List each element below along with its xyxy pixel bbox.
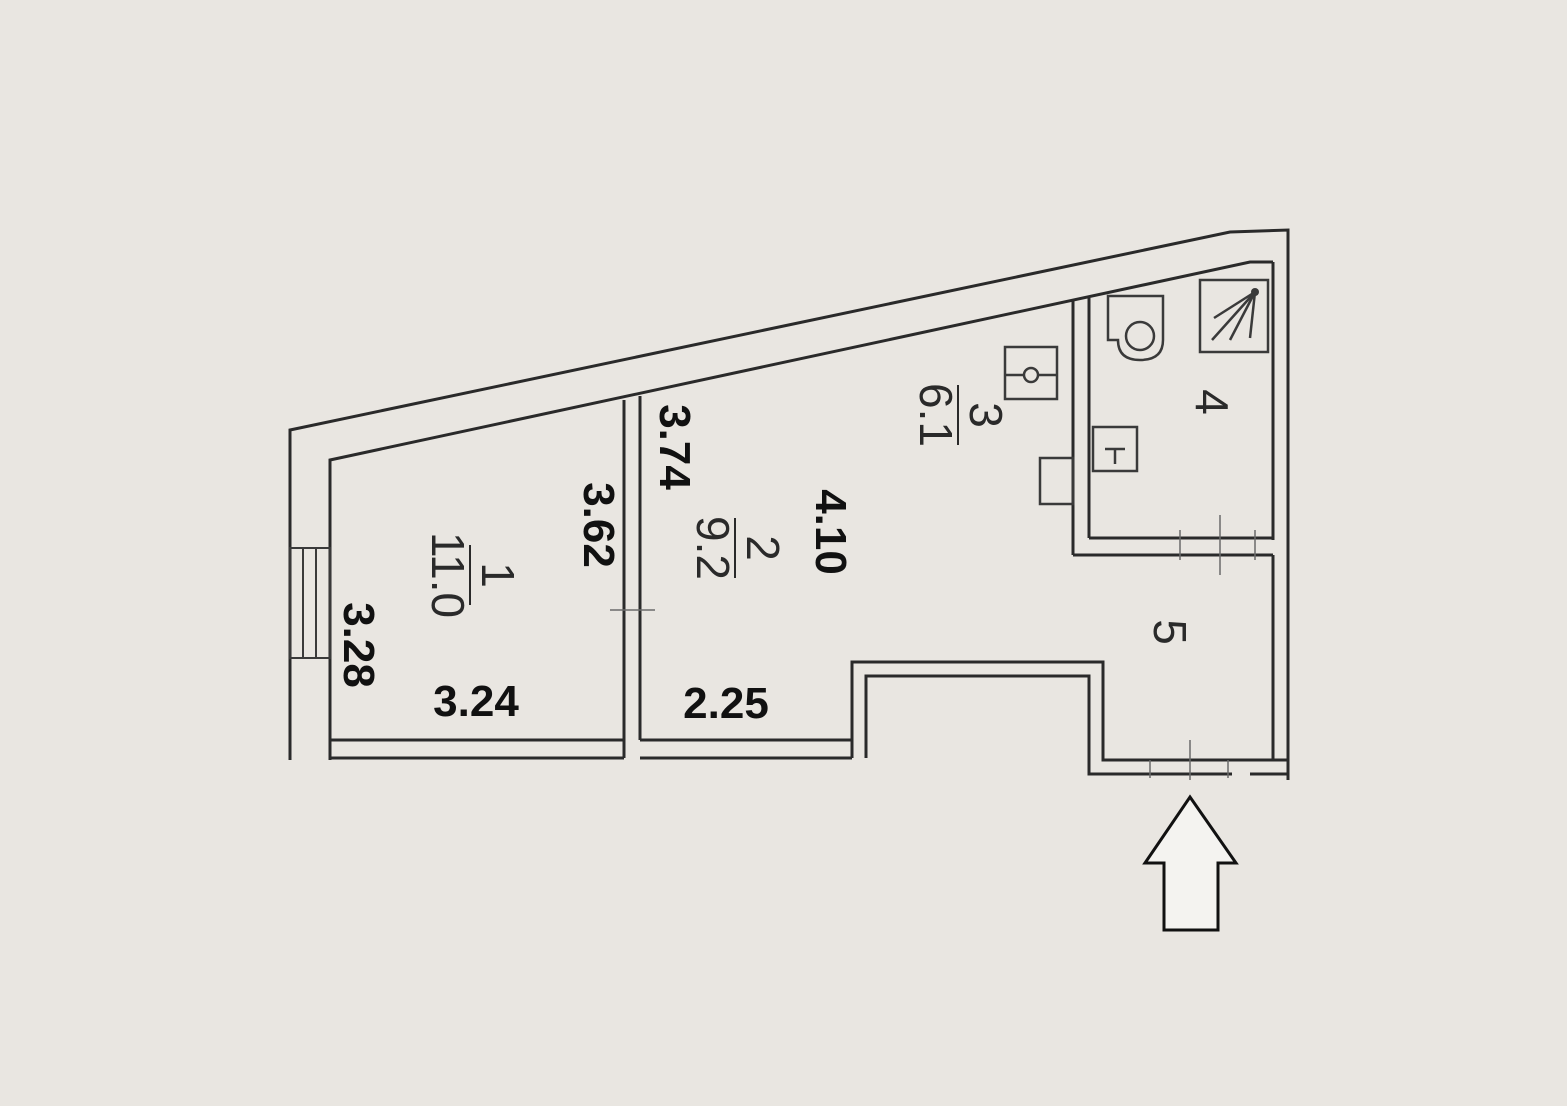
svg-text:3.62: 3.62 xyxy=(574,482,623,568)
dimension-room2-left: 3.74 xyxy=(650,404,699,490)
room-area: 11.0 xyxy=(422,532,474,618)
room-number: 3 xyxy=(960,402,1012,428)
dimension-room2-right: 4.10 xyxy=(806,489,855,575)
bathroom-walls xyxy=(1071,298,1275,760)
entrance-arrow-icon xyxy=(1142,794,1239,932)
notch-outer xyxy=(850,660,1288,762)
room-number: 2 xyxy=(737,535,789,561)
room-number: 5 xyxy=(1144,619,1196,645)
room-area: 6.1 xyxy=(910,383,962,447)
room-label-3: 3 6.1 xyxy=(910,383,1012,447)
shower-icon xyxy=(1198,278,1270,354)
room-label-1: 1 11.0 xyxy=(422,532,524,618)
room-label-4: 4 xyxy=(1186,389,1238,415)
svg-text:4.10: 4.10 xyxy=(806,489,855,575)
svg-text:3.28: 3.28 xyxy=(334,602,383,688)
outer-wall-line xyxy=(288,228,1290,760)
partition-1-2 xyxy=(610,396,655,758)
window-frame xyxy=(289,547,331,659)
svg-text:3.74: 3.74 xyxy=(650,404,699,490)
dimension-room1-right: 3.62 xyxy=(574,482,623,568)
notch-inner xyxy=(864,674,1232,776)
room-label-2: 2 9.2 xyxy=(687,516,789,580)
room-number: 4 xyxy=(1186,389,1238,415)
room-number: 1 xyxy=(472,562,524,588)
bottom-walls xyxy=(330,660,1288,780)
bathtub-icon xyxy=(1091,425,1139,473)
dimension-room1-bottom: 3.24 xyxy=(433,677,519,726)
sink-icon xyxy=(1003,345,1059,401)
stove-icon xyxy=(1038,456,1075,506)
room-area: 9.2 xyxy=(687,516,739,580)
dimension-room1-left: 3.28 xyxy=(334,602,383,688)
dimension-room2-bottom: 2.25 xyxy=(683,679,769,728)
window xyxy=(289,547,331,659)
toilet-icon xyxy=(1106,294,1165,362)
room-label-5: 5 xyxy=(1144,619,1196,645)
